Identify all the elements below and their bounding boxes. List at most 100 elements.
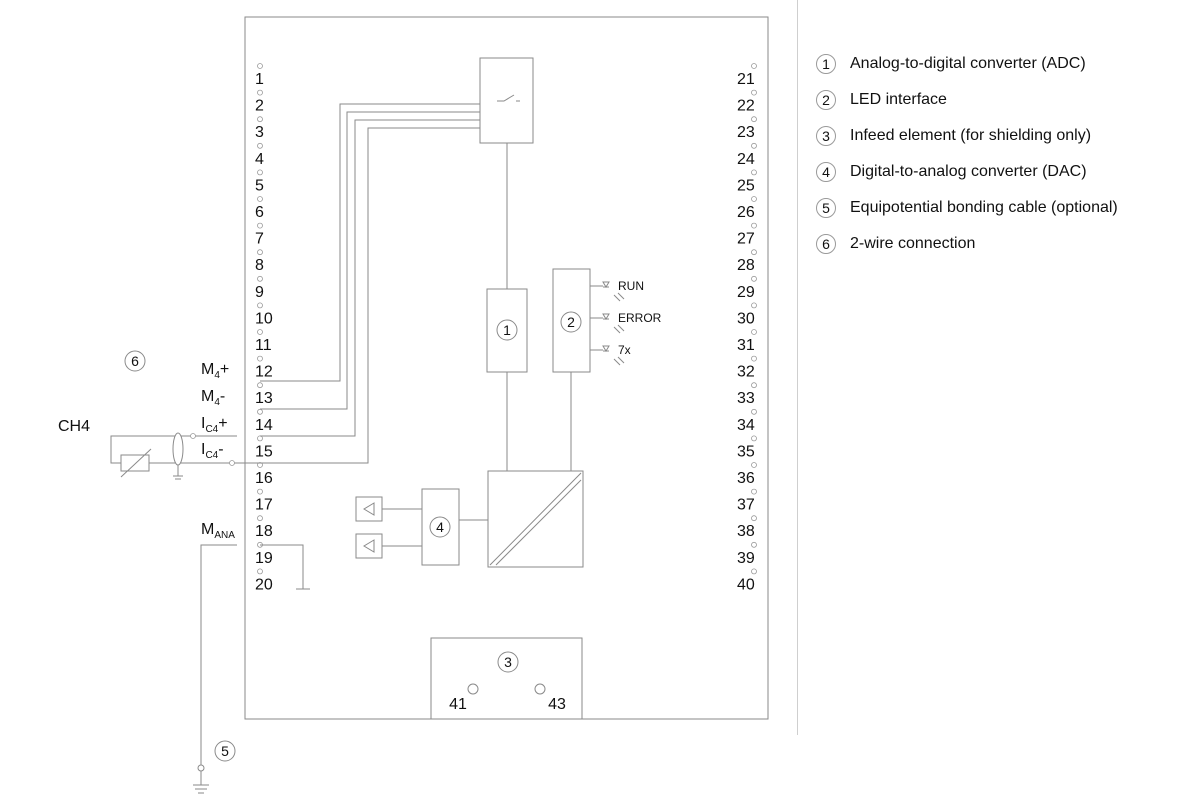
pin-dot	[751, 196, 757, 202]
left-pin-label: 12	[255, 364, 273, 381]
right-pin-label: 38	[737, 523, 755, 540]
label-ic4-plus: IC4+	[201, 415, 228, 435]
left-pin-label: 5	[255, 177, 264, 194]
right-pin-label: 34	[737, 417, 755, 434]
right-pin-label: 32	[737, 364, 755, 381]
bonding-terminal	[197, 764, 205, 772]
channel-label: CH4	[58, 418, 90, 435]
pin-dot	[751, 408, 757, 415]
left-pin-label: 4	[255, 151, 264, 168]
infeed-callout	[497, 651, 519, 673]
pin-dot	[751, 222, 757, 229]
led-diode-symbol	[590, 345, 610, 352]
led-light-arrows	[613, 356, 625, 366]
pin-dot	[257, 196, 263, 202]
left-pin-label: 11	[255, 337, 272, 354]
led-label: 7x	[618, 343, 631, 357]
right-pin-label: 37	[737, 497, 755, 514]
legend-item: 5 Equipotential bonding cable (optional)	[816, 190, 1186, 226]
legend-item-text: Digital-to-analog converter (DAC)	[850, 163, 1087, 180]
pin-dot	[257, 116, 263, 123]
infeed-terminal-43-label: 43	[548, 696, 566, 713]
pin-dot	[257, 382, 263, 389]
left-pin-label: 3	[255, 124, 264, 141]
left-pin-label: 9	[255, 284, 264, 301]
right-pin-label: 31	[737, 337, 755, 354]
legend-item-number: 3	[816, 126, 836, 146]
right-pin-label: 30	[737, 310, 755, 327]
pin-dot	[751, 63, 757, 69]
infeed-terminal-41	[467, 683, 479, 695]
pin-dot	[751, 355, 757, 362]
converter-diagonal	[489, 472, 582, 566]
right-pin-label: 26	[737, 204, 755, 221]
pin-dot	[751, 568, 757, 575]
buffer-1-triangle	[363, 502, 375, 516]
bonding-callout	[214, 740, 236, 762]
right-pin-label: 33	[737, 390, 755, 407]
legend-item-number: 5	[816, 198, 836, 218]
pin-dot	[257, 515, 263, 522]
left-pin-label: 13	[255, 390, 273, 407]
pin-dot	[257, 169, 263, 176]
converter-diagonal-2	[495, 479, 582, 566]
pin-dot	[257, 63, 263, 69]
legend-divider	[797, 0, 798, 735]
legend-item-text: Infeed element (for shielding only)	[850, 127, 1092, 144]
pin-dot	[257, 355, 263, 362]
buffer-2-triangle	[363, 539, 375, 553]
legend-item: 2 LED interface	[816, 82, 1186, 118]
left-pin-label: 16	[255, 470, 273, 487]
legend-item-number: 2	[816, 90, 836, 110]
left-pin-label: 14	[255, 417, 273, 434]
pin-dot	[751, 142, 757, 149]
legend-item-number: 6	[816, 234, 836, 254]
pin-dot	[257, 89, 263, 96]
right-pin-label: 28	[737, 257, 755, 274]
pin-dot	[751, 382, 757, 389]
pin-dot	[257, 222, 263, 229]
output-buffer-2	[355, 533, 383, 559]
legend-item-text: LED interface	[850, 91, 947, 108]
pin-dot	[751, 249, 757, 256]
terminal-dot-14	[190, 433, 196, 439]
wire-m4-minus	[260, 111, 480, 410]
wire-equipotential-bonding	[200, 544, 237, 785]
legend-item: 3 Infeed element (for shielding only)	[816, 118, 1186, 154]
left-pin-label: 15	[255, 443, 273, 460]
infeed-element-box	[430, 637, 583, 720]
pin-dot	[751, 488, 757, 495]
legend-item-text: 2-wire connection	[850, 235, 976, 252]
led-label: RUN	[618, 279, 644, 293]
pin-dot	[751, 302, 757, 309]
adc-callout-number: 1	[503, 322, 511, 338]
pin-dot	[257, 249, 263, 256]
pin-dot	[751, 435, 757, 442]
right-pin-label: 25	[737, 177, 755, 194]
right-pin-label: 39	[737, 550, 755, 567]
pin-dot	[257, 275, 263, 282]
shield-symbol	[172, 432, 184, 466]
adc-callout	[496, 319, 518, 341]
right-pin-label: 36	[737, 470, 755, 487]
led-callout-number: 2	[567, 314, 575, 330]
label-m4-plus: M4+	[201, 361, 229, 381]
right-pin-label: 21	[737, 71, 755, 88]
led-label: ERROR	[618, 311, 662, 325]
right-pin-label: 27	[737, 231, 755, 248]
led-diode-symbol	[590, 281, 610, 288]
label-ic4-minus: IC4-	[201, 441, 224, 461]
led-callout	[560, 311, 582, 333]
legend-item-text: Equipotential bonding cable (optional)	[850, 199, 1118, 216]
pin-dot	[751, 515, 757, 522]
right-pin-label: 29	[737, 284, 755, 301]
label-mana: MANA	[201, 521, 235, 541]
infeed-terminal-43	[534, 683, 546, 695]
sensor-diagonal	[120, 448, 152, 478]
pin-dot	[751, 462, 757, 468]
switch-box	[479, 57, 534, 144]
right-pin-label: 24	[737, 151, 755, 168]
